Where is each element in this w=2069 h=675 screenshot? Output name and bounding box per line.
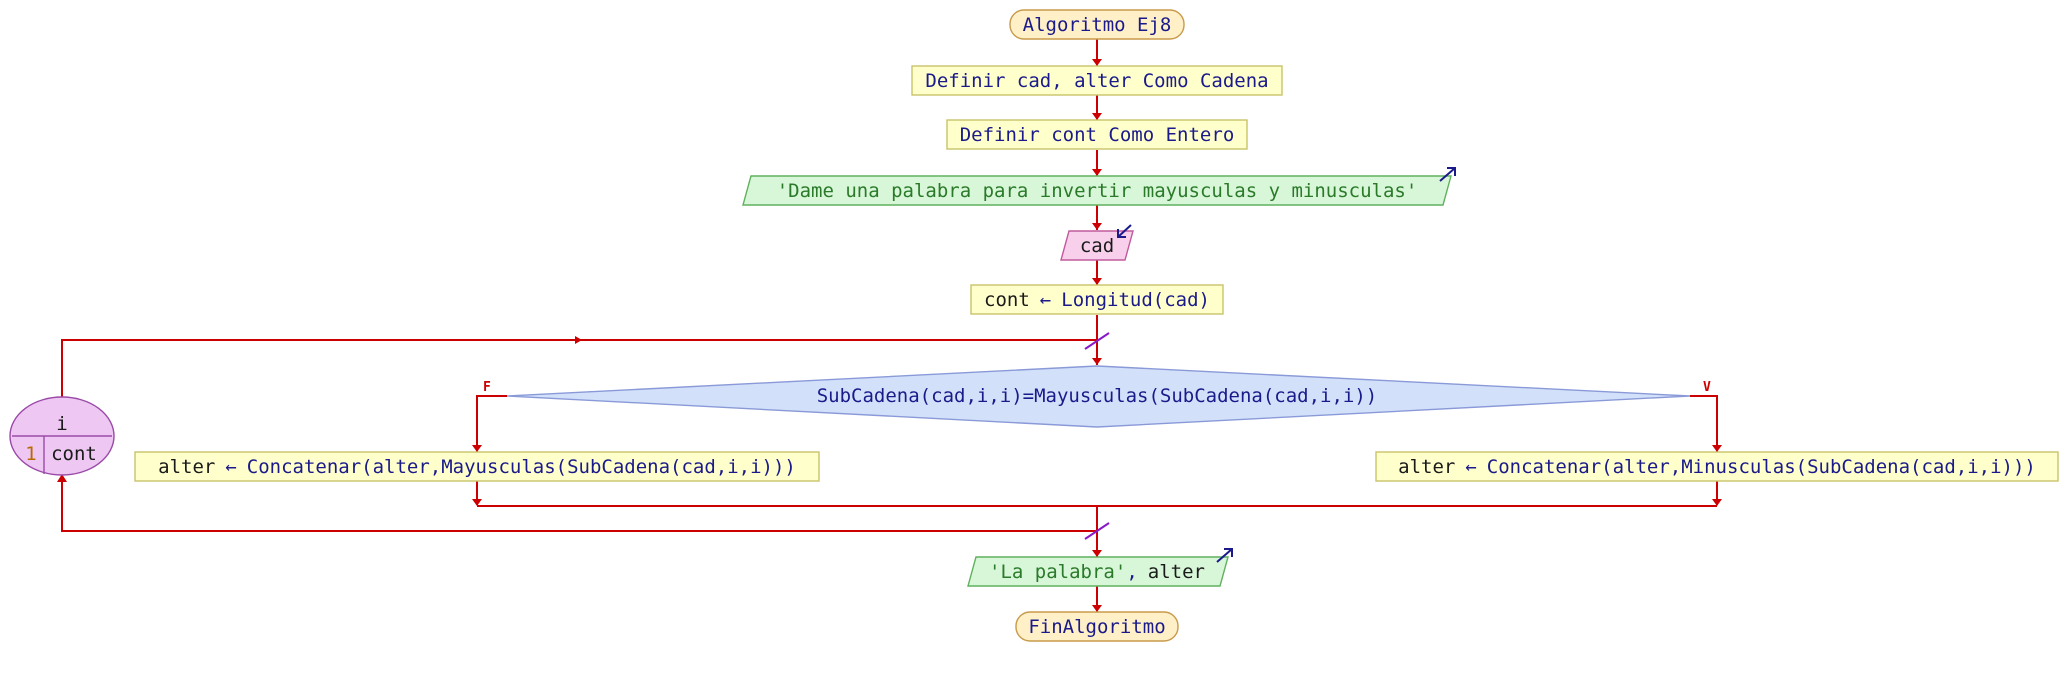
loop-marker-bottom [1084, 522, 1110, 540]
lowercase-concat-process: alter ← Concatenar(alter,Minusculas(SubCad… [1375, 451, 2059, 482]
true-branch-expr: Concatenar(alter,Minusculas(SubCadena(ca… [1487, 456, 2036, 478]
define-strings-process: Definir cad, alter Como Cadena [911, 65, 1283, 96]
connector-arrowhead [472, 499, 482, 506]
connector-arrowhead [472, 445, 482, 452]
start-terminal: Algoritmo Ej8 [1009, 9, 1185, 40]
for-loop-node: i 1 cont [9, 396, 115, 476]
condition-label: SubCadena(cad,i,i)=Mayusculas(SubCadena(… [817, 385, 1378, 407]
define-int-label: Definir cont Como Entero [960, 124, 1235, 146]
end-label: FinAlgoritmo [1028, 616, 1165, 638]
assign-length-process: cont ← Longitud(cad) [970, 284, 1224, 315]
connector-arrowhead [1092, 358, 1102, 365]
loop-start-label: 1 [25, 443, 36, 465]
define-int-process: Definir cont Como Entero [946, 119, 1248, 150]
connector-arrowhead [1092, 113, 1102, 120]
result-separator: , [1126, 561, 1137, 583]
result-string: 'La palabra' [989, 561, 1126, 583]
loop-return-line [61, 475, 1097, 532]
result-var: alter [1148, 561, 1205, 583]
prompt-output: 'Dame una palabra para invertir mayuscul… [742, 167, 1456, 206]
loop-marker-top [1084, 332, 1110, 350]
connector-arrowhead [1092, 223, 1102, 230]
output-arrow-icon [1216, 548, 1233, 563]
false-branch-arrow: ← [225, 456, 236, 478]
define-strings-label: Definir cad, alter Como Cadena [925, 70, 1268, 92]
false-flag: F [483, 380, 491, 395]
connector-arrowhead [1712, 445, 1722, 452]
uppercase-concat-text: alter ← Concatenar(alter,Mayusculas(SubCad… [158, 456, 796, 478]
read-input: cad [1060, 224, 1134, 261]
output-arrow-icon [1439, 167, 1456, 182]
uppercase-concat-process: alter ← Concatenar(alter,Mayusculas(SubCad… [134, 451, 820, 482]
loop-return-arrowhead [57, 474, 67, 482]
flow-connectors [57, 38, 1722, 612]
true-branch-arrow: ← [1465, 456, 1476, 478]
loop-var-label: i [56, 413, 67, 435]
result-output-text: 'La palabra', alter [989, 561, 1205, 583]
start-label: Algoritmo Ej8 [1023, 14, 1172, 36]
assign-length-arrow: ← [1040, 289, 1051, 311]
condition-decision: SubCadena(cad,i,i)=Mayusculas(SubCadena(… [483, 365, 1711, 428]
read-var-label: cad [1080, 235, 1114, 257]
prompt-label: 'Dame una palabra para invertir mayuscul… [777, 180, 1418, 202]
result-output: 'La palabra', alter [967, 548, 1233, 587]
input-arrow-icon [1117, 224, 1132, 238]
true-branch-var: alter [1398, 456, 1455, 478]
true-flag: V [1703, 380, 1711, 395]
connector-arrowhead [1092, 59, 1102, 66]
loop-entry-arrowhead [575, 336, 582, 344]
loop-entry-line [61, 339, 1097, 397]
connector-arrowhead [1092, 550, 1102, 557]
false-branch-expr: Concatenar(alter,Mayusculas(SubCadena(ca… [247, 456, 796, 478]
true-branch-line [1690, 395, 1718, 452]
assign-length-text: cont ← Longitud(cad) [984, 289, 1210, 311]
connector-arrowhead [1092, 278, 1102, 285]
assign-length-var: cont [984, 289, 1030, 311]
loop-end-label: cont [51, 443, 97, 465]
end-terminal: FinAlgoritmo [1015, 611, 1179, 642]
assign-length-expr: Longitud(cad) [1061, 289, 1210, 311]
false-branch-line [476, 395, 507, 452]
connector-arrowhead [1712, 499, 1722, 506]
connector-arrowhead [1092, 169, 1102, 176]
lowercase-concat-text: alter ← Concatenar(alter,Minusculas(SubCad… [1398, 456, 2036, 478]
false-branch-var: alter [158, 456, 215, 478]
connector-arrowhead [1092, 605, 1102, 612]
